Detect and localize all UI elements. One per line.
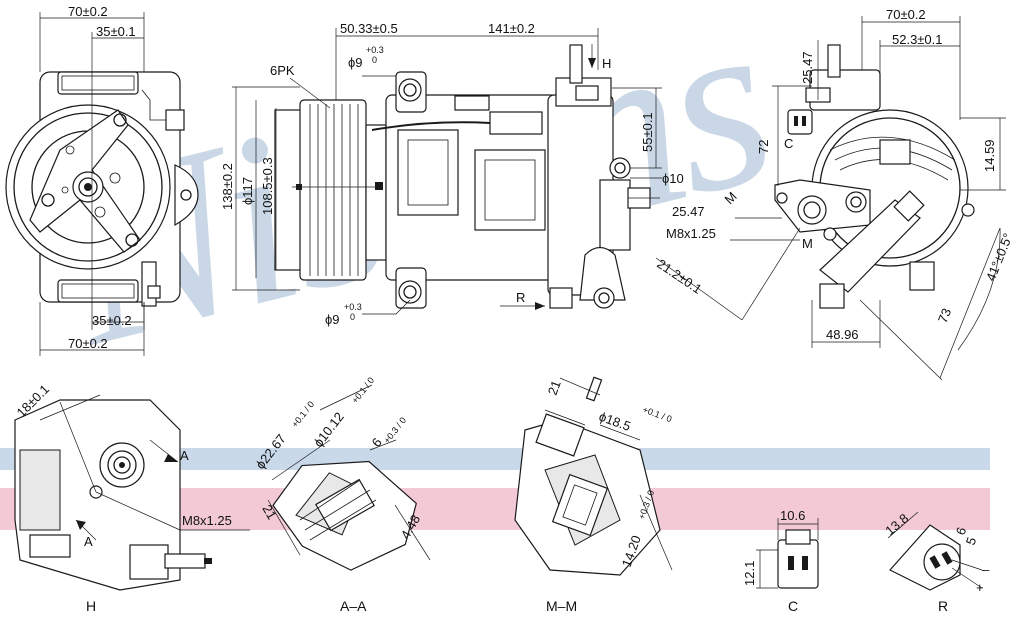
side-dim-d117: ϕ117 xyxy=(240,177,255,205)
rear-dim-72: 72 xyxy=(756,140,771,154)
side-dim-55: 55±0.1 xyxy=(640,112,655,152)
rear-dim-4896: 48.96 xyxy=(826,327,859,342)
front-dim-width: 70±0.2 xyxy=(68,4,108,19)
section-aa-caption: A–A xyxy=(340,598,367,614)
side-arrow-h: H xyxy=(602,56,611,71)
side-hole-bottom: ϕ9 xyxy=(325,312,340,327)
section-mm-dim-21: 21 xyxy=(545,378,564,397)
rear-dim-1459: 14.59 xyxy=(982,139,997,172)
side-belt-label: 6PK xyxy=(270,63,295,78)
section-mm: 21 ϕ18.5 +0.1 / 0 14.20 +0.3 / 0 M–M xyxy=(514,376,673,614)
connector-c-caption: C xyxy=(788,598,798,614)
rear-dim-41: 41°±0.5° xyxy=(983,231,1016,283)
section-aa-dim-d1012-tol: +0.1 / 0 xyxy=(350,375,377,405)
connector-c-dim-106: 10.6 xyxy=(780,508,805,523)
side-hole-top-tol-plus: +0.3 xyxy=(366,45,384,55)
connector-r-dim-5: 5 xyxy=(963,535,980,547)
rear-dim-25: 25.47 xyxy=(800,51,815,84)
section-aa-dim-d2267-tol: +0.1 / 0 xyxy=(290,399,317,429)
rear-label-c: C xyxy=(784,136,793,151)
section-aa-dim-21: 21 xyxy=(259,502,279,522)
rear-dim-212: 21.2±0.1 xyxy=(654,256,704,297)
section-h: 18±0.1 A A M8x1.25 H xyxy=(14,381,250,614)
rear-view: 70±0.2 52.3±0.1 25.47 72 C 14.59 M 25.47… xyxy=(654,7,1016,381)
side-view: 50.33±0.5 141±0.2 ϕ9 +0.3 0 6PK 138±0.2 … xyxy=(220,21,684,327)
section-h-caption: H xyxy=(86,598,96,614)
side-dim-a: 50.33±0.5 xyxy=(340,21,398,36)
connector-r-caption: R xyxy=(938,598,948,614)
rear-label-m2: M xyxy=(802,236,813,251)
section-mm-dim-d185-tol: +0.1 / 0 xyxy=(641,404,673,424)
connector-r-dim-6: 6 xyxy=(953,525,970,537)
connector-c: 10.6 12.1 C xyxy=(742,508,819,614)
front-dim-half-bottom: 35±0.2 xyxy=(92,313,132,328)
section-h-thread: M8x1.25 xyxy=(182,513,232,528)
rear-dim-2547: 25.47 xyxy=(672,204,705,219)
rear-dim-52: 52.3±0.1 xyxy=(892,32,943,47)
side-hole-top: ϕ9 xyxy=(348,55,363,70)
connector-c-dim-121: 12.1 xyxy=(742,561,757,586)
front-view: 70±0.2 35±0.1 35±0.2 70±0.2 xyxy=(5,4,199,356)
connector-r-pin-minus: – xyxy=(982,562,990,577)
side-dim-h138: 138±0.2 xyxy=(220,163,235,210)
side-arrow-r: R xyxy=(516,290,525,305)
rear-dim-73: 73 xyxy=(935,306,954,325)
side-dim-b: 141±0.2 xyxy=(488,21,535,36)
section-aa-dim-d1012: ϕ10.12 xyxy=(311,409,347,450)
side-hole-bottom-tol-plus: +0.3 xyxy=(344,302,362,312)
side-dim-d10: ϕ10 xyxy=(662,171,684,186)
connector-r-pin-plus: + xyxy=(976,580,984,595)
side-hole-top-tol-zero: 0 xyxy=(372,55,377,65)
rear-dim-70: 70±0.2 xyxy=(886,7,926,22)
rear-thread: M8x1.25 xyxy=(666,226,716,241)
section-mm-dim-d185: ϕ18.5 xyxy=(597,409,633,434)
section-h-label-a2: A xyxy=(84,534,93,549)
front-dim-width-bottom: 70±0.2 xyxy=(68,336,108,351)
front-dim-half-top: 35±0.1 xyxy=(96,24,136,39)
side-hole-bottom-tol-zero: 0 xyxy=(350,312,355,322)
section-mm-caption: M–M xyxy=(546,598,577,614)
side-dim-h108: 108.5±0.3 xyxy=(260,157,275,215)
section-h-label-a1: A xyxy=(180,448,189,463)
blue-band xyxy=(0,448,990,470)
